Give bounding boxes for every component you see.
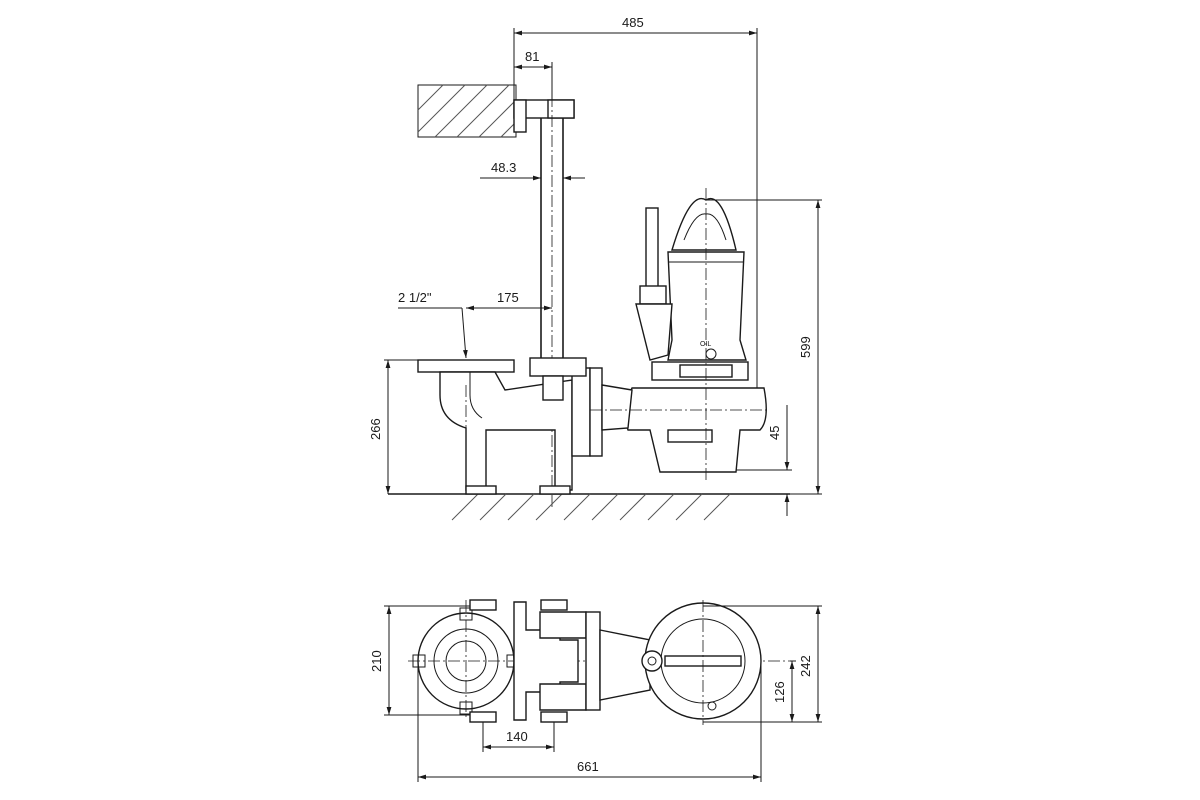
guide-pipe — [540, 95, 564, 510]
guide-body-top — [513, 601, 601, 721]
dimensions-top: 210 242 126 140 661 — [369, 605, 822, 782]
dim-48-3: 48.3 — [491, 160, 516, 175]
dim-266: 266 — [368, 418, 383, 440]
wall-hatch — [417, 84, 517, 138]
dim-126: 126 — [772, 681, 787, 703]
side-view: OIL 485 81 48.3 — [368, 15, 822, 521]
discharge-base — [417, 357, 603, 495]
feet-top — [469, 599, 568, 723]
pump-top — [599, 600, 762, 725]
dim-45: 45 — [767, 426, 782, 440]
dimensions-side: 485 81 48.3 2 1/2" 175 266 45 — [368, 15, 822, 516]
dim-210: 210 — [369, 650, 384, 672]
upper-bracket — [513, 99, 575, 133]
top-view: 210 242 126 140 661 — [369, 599, 822, 782]
pump-body: OIL — [590, 188, 770, 480]
dim-485: 485 — [622, 15, 644, 30]
dim-242: 242 — [798, 655, 813, 677]
dim-661: 661 — [577, 759, 599, 774]
floor — [388, 493, 790, 521]
dim-175: 175 — [497, 290, 519, 305]
dim-2-1-2: 2 1/2" — [398, 290, 432, 305]
dim-81: 81 — [525, 49, 539, 64]
dim-599: 599 — [798, 336, 813, 358]
dim-140: 140 — [506, 729, 528, 744]
